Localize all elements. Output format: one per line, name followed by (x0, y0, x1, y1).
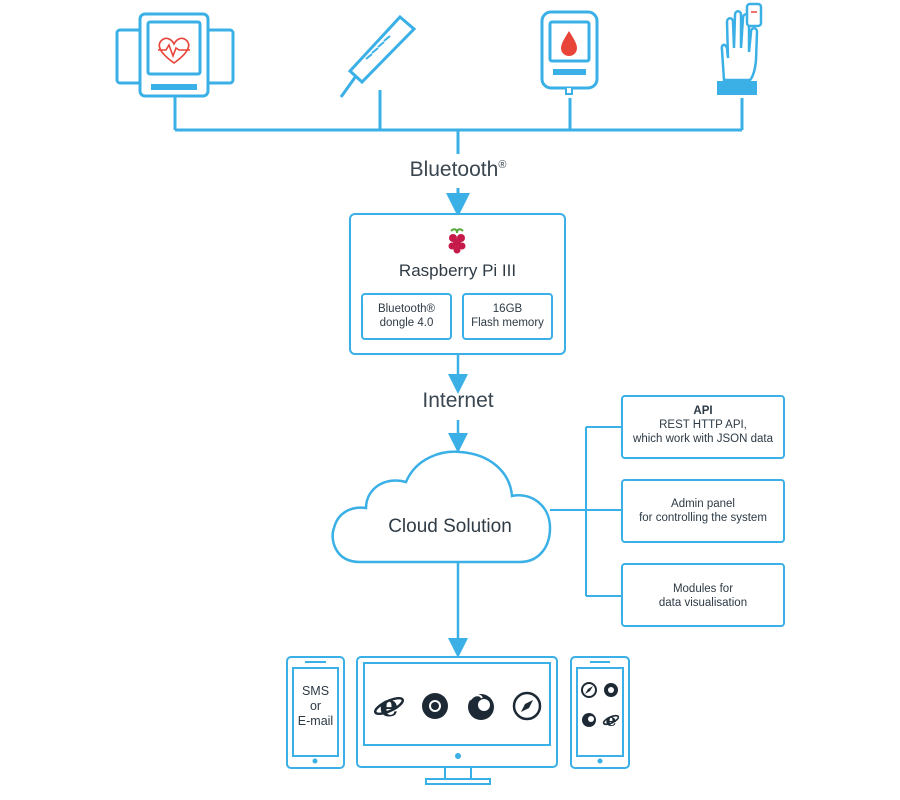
desktop-monitor (356, 656, 558, 785)
bluetooth-label: Bluetooth® (409, 158, 507, 181)
phone-device (286, 656, 345, 769)
service-api: API REST HTTP API, which work with JSON … (622, 404, 784, 446)
blood-pressure-monitor-icon (115, 12, 235, 98)
svg-text:e: e (606, 711, 617, 731)
cloud-label: Cloud Solution (388, 516, 512, 537)
tablet-ie-icon: e (602, 711, 620, 731)
gateway-box (349, 213, 566, 355)
tablet-chrome-icon (604, 683, 618, 697)
service-api-title: API (693, 405, 713, 417)
tablet-firefox-icon (582, 713, 596, 727)
gateway-title: Raspberry Pi III (398, 261, 517, 280)
internet-label: Internet (422, 389, 494, 412)
module-line: dongle 4.0 (379, 317, 434, 329)
cloud-shape (331, 450, 552, 564)
gateway-module-bluetooth: Bluetooth® dongle 4.0 (362, 302, 451, 330)
service-line: which work with JSON data (633, 433, 773, 445)
pulse-oximeter-icon (717, 2, 763, 95)
service-line: for controlling the system (639, 512, 767, 524)
service-visualisation: Modules for data visualisation (622, 582, 784, 610)
sms-line: or (309, 699, 322, 713)
service-line: REST HTTP API, (659, 419, 747, 431)
sms-line: E-mail (297, 714, 334, 728)
service-line: Admin panel (671, 498, 735, 510)
chrome-icon (422, 693, 448, 719)
raspberry-pi-logo-icon (448, 228, 466, 254)
service-line: data visualisation (658, 597, 748, 609)
module-line: 16GB (492, 303, 523, 315)
phone-sms-label: SMS or E-mail (293, 684, 338, 729)
module-line: Flash memory (471, 317, 544, 329)
glucometer-icon (540, 10, 599, 95)
svg-text:e: e (379, 689, 398, 724)
services-connector (550, 426, 622, 597)
firefox-icon (468, 694, 494, 720)
module-line: Bluetooth® (377, 303, 436, 315)
gateway-module-flash: 16GB Flash memory (463, 302, 552, 330)
service-boxes (621, 395, 785, 627)
sms-line: SMS (301, 684, 330, 698)
tablet-safari-icon (581, 682, 597, 698)
tablet-device (570, 656, 630, 769)
thermometer-icon (339, 14, 417, 98)
device-bus-lines (173, 90, 744, 154)
service-line: Modules for (672, 583, 734, 595)
safari-icon (512, 691, 542, 721)
ie-icon: e (373, 689, 405, 724)
service-admin-panel: Admin panel for controlling the system (622, 497, 784, 525)
